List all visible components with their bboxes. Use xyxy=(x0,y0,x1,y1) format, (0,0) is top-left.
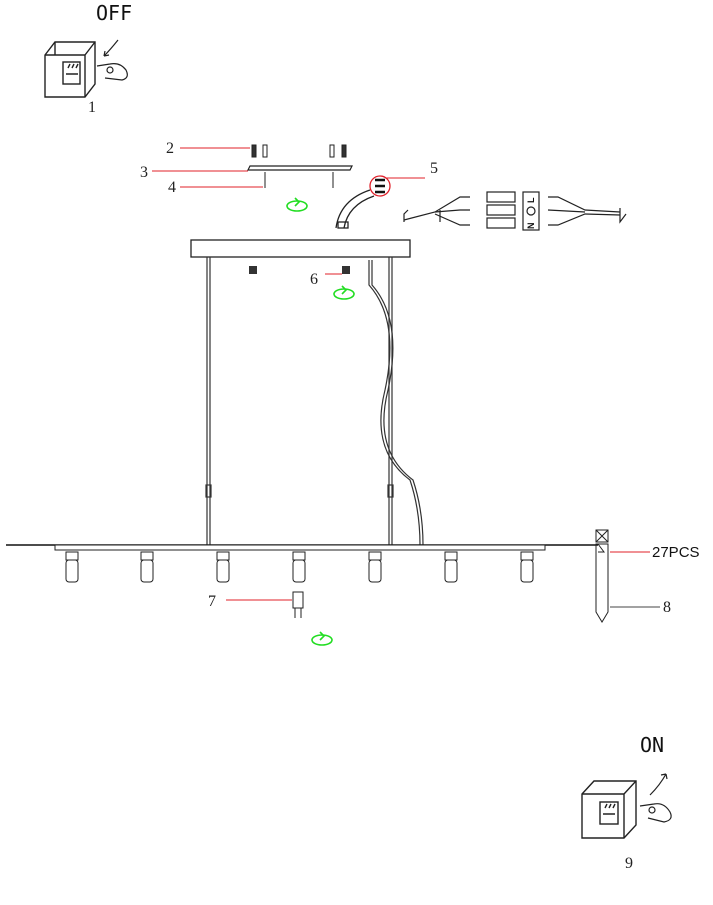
switch-off-illustration: OFF 1 xyxy=(44,1,132,116)
spot-lamps xyxy=(65,551,534,583)
spot-lamp xyxy=(444,551,458,583)
power-wire-connector xyxy=(335,175,391,229)
step-8-number: 8 xyxy=(663,599,671,616)
spot-lamp xyxy=(520,551,534,583)
step-3-number: 3 xyxy=(140,164,148,181)
rotate-arrow-icon xyxy=(333,285,355,300)
spot-lamp xyxy=(368,551,382,583)
step-9-number: 9 xyxy=(625,855,633,872)
step-7-number: 7 xyxy=(208,593,216,610)
ceiling-canopy xyxy=(190,239,411,258)
spot-lamp xyxy=(216,551,230,583)
step-4-number: 4 xyxy=(168,179,176,196)
on-label: ON xyxy=(640,733,664,757)
ground-symbol-icon xyxy=(526,206,536,216)
step-6-number: 6 xyxy=(310,271,318,288)
mounting-bracket xyxy=(247,144,353,188)
suspension-cables xyxy=(205,257,424,546)
neutral-label: N xyxy=(526,223,536,230)
accessory-quantity: 27PCS xyxy=(652,544,700,561)
off-label: OFF xyxy=(96,1,132,25)
canopy-screw-cap xyxy=(342,266,350,274)
switch-on-illustration: ON 9 xyxy=(581,733,672,872)
wall-switch-off-icon xyxy=(44,41,96,98)
hand-icon xyxy=(639,773,672,823)
spot-lamp xyxy=(65,551,79,583)
step-2-number: 2 xyxy=(166,140,174,157)
leader-lines xyxy=(152,147,650,601)
step-5-number: 5 xyxy=(430,160,438,177)
hex-key-accessory xyxy=(595,529,609,623)
live-label: L xyxy=(526,197,536,203)
step-1-number: 1 xyxy=(88,99,96,116)
hand-icon xyxy=(96,39,128,81)
rotate-arrow-icon xyxy=(311,631,333,646)
light-bar xyxy=(54,544,546,551)
spot-lamp xyxy=(140,551,154,583)
terminal-block-icon xyxy=(403,191,627,231)
rotate-arrow-icon xyxy=(286,197,308,212)
wall-switch-on-icon xyxy=(581,780,637,839)
bulb-g9 xyxy=(292,591,304,618)
canopy-screw-cap xyxy=(249,266,257,274)
spot-lamp xyxy=(292,551,306,583)
